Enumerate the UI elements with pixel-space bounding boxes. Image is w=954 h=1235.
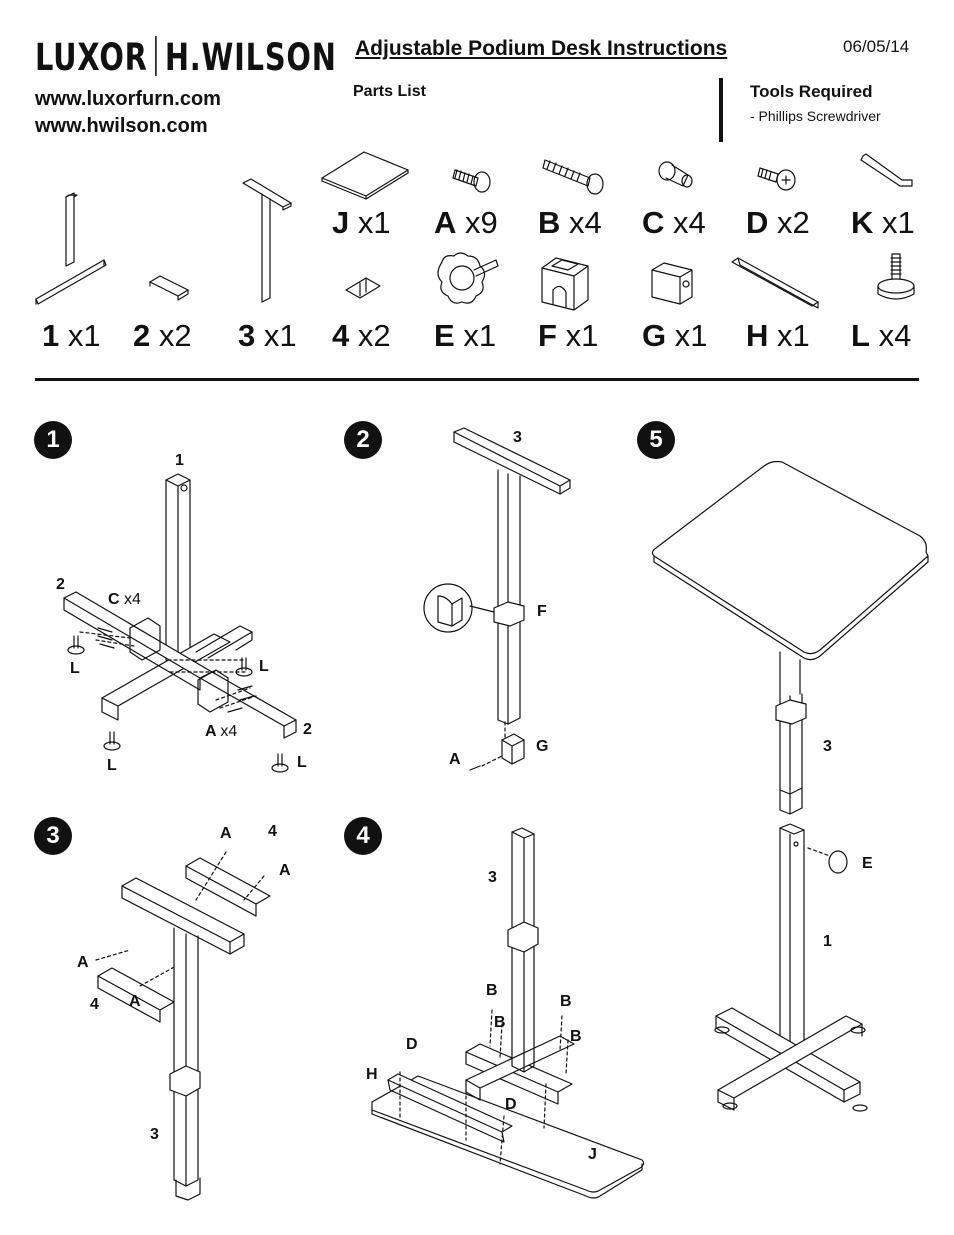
step4-label-wood-screw: D <box>406 1036 418 1053</box>
step5-label-upright: 3 <box>823 738 832 755</box>
part-label-1: 1 x1 <box>42 318 101 353</box>
step-2-illustration <box>423 427 571 771</box>
part-label-l: L x4 <box>851 318 912 353</box>
step4-label-wood-screw: D <box>505 1096 517 1113</box>
step4-label-angle-bar: H <box>366 1066 378 1083</box>
part-g-block-icon <box>651 262 693 305</box>
step-5-number: 5 <box>637 421 675 459</box>
part-label-a: A x9 <box>434 205 498 240</box>
part-l-leveler-icon <box>877 253 915 300</box>
step2-label-upright: 3 <box>513 429 522 446</box>
step4-label-plate: J <box>588 1146 597 1163</box>
part-d-wood-screw-icon <box>757 167 796 191</box>
step5-label-knob: E <box>862 855 873 872</box>
part-a-bolt-icon <box>452 169 491 193</box>
part-b-screw-icon <box>542 159 604 195</box>
step-1-number: 1 <box>34 421 72 459</box>
parts-list-heading: Parts List <box>353 83 426 100</box>
step-4-number: 4 <box>344 817 382 855</box>
brand-hwilson: H.WILSON <box>164 36 337 79</box>
step3-label-bracket: 4 <box>90 996 99 1013</box>
step1-label-leveler: L <box>107 757 117 774</box>
step4-label-upright: 3 <box>488 869 497 886</box>
step3-label-bolt: A <box>77 954 89 971</box>
part-label-e: E x1 <box>434 318 497 353</box>
step3-label-bolt: A <box>129 993 141 1010</box>
tool-item: - Phillips Screwdriver <box>750 108 881 124</box>
step3-label-bracket: 4 <box>268 823 277 840</box>
step1-label-bracket: 2 <box>56 576 65 593</box>
document-date: 06/05/14 <box>843 37 910 56</box>
step-3-illustration <box>95 851 271 1201</box>
part-3-upright-icon <box>242 178 292 303</box>
step1-bolts <box>97 627 255 713</box>
header-divider <box>719 78 723 142</box>
document-title: Adjustable Podium Desk Instructions <box>355 37 728 60</box>
part-label-j: J x1 <box>332 205 391 240</box>
brand-luxor: LUXOR <box>35 36 148 79</box>
step4-label-screw: B <box>570 1028 582 1045</box>
step2-label-bolt: A <box>449 751 461 768</box>
part-label-2: 2 x2 <box>133 318 192 353</box>
part-c-barrel-nut-icon <box>658 161 693 188</box>
brand-logo: LUXOR H.WILSON <box>35 36 337 79</box>
brand-separator <box>155 36 158 76</box>
step2-label-block: G <box>536 738 549 755</box>
tools-heading: Tools Required <box>750 82 873 101</box>
step-5-illustration <box>651 460 929 1112</box>
part-label-4: 4 x2 <box>332 318 391 353</box>
step5-label-base: 1 <box>823 933 832 950</box>
part-2-bracket-icon <box>149 275 189 301</box>
step1-label-bracket: 2 <box>303 721 312 738</box>
part-label-c: C x4 <box>642 205 706 240</box>
part-label-3: 3 x1 <box>238 318 297 353</box>
part-4-bracket-icon <box>345 277 381 299</box>
step4-label-screw: B <box>560 993 572 1010</box>
step3-label-bolt: A <box>279 862 291 879</box>
url-hwilson[interactable]: www.hwilson.com <box>35 115 208 137</box>
url-luxor[interactable]: www.luxorfurn.com <box>35 88 221 110</box>
part-label-g: G x1 <box>642 318 708 353</box>
step2-label-clamp: F <box>537 603 547 620</box>
part-h-angle-bar-icon <box>731 257 819 309</box>
part-1-base-post-icon <box>35 192 107 305</box>
step5-feet <box>714 1026 868 1112</box>
section-divider <box>35 378 919 381</box>
step3-label-bolt: A <box>220 825 232 842</box>
step1-label-leveler: L <box>259 658 269 675</box>
part-f-clamp-icon <box>541 257 589 311</box>
part-label-k: K x1 <box>851 205 915 240</box>
step3-label-upright: 3 <box>150 1126 159 1143</box>
step1-label-a: A x4 <box>205 723 238 740</box>
part-label-h: H x1 <box>746 318 810 353</box>
part-e-knob-icon <box>437 252 499 304</box>
step-3-number: 3 <box>34 817 72 855</box>
part-k-allen-key-icon <box>860 153 913 187</box>
part-j-plate-icon <box>321 151 409 200</box>
step1-label-leveler: L <box>70 660 80 677</box>
step1-label-c: C x4 <box>108 591 141 608</box>
step1-leveler-feet <box>67 635 289 773</box>
step4-label-screw: B <box>494 1014 506 1031</box>
step-4-illustration <box>371 827 645 1199</box>
step1-label-leveler: L <box>297 754 307 771</box>
step4-label-screw: B <box>486 982 498 999</box>
step-2-number: 2 <box>344 421 382 459</box>
part-label-b: B x4 <box>538 205 602 240</box>
part-label-f: F x1 <box>538 318 599 353</box>
step-1-illustration <box>63 473 297 773</box>
part-label-d: D x2 <box>746 205 810 240</box>
step1-label-post: 1 <box>175 452 184 469</box>
